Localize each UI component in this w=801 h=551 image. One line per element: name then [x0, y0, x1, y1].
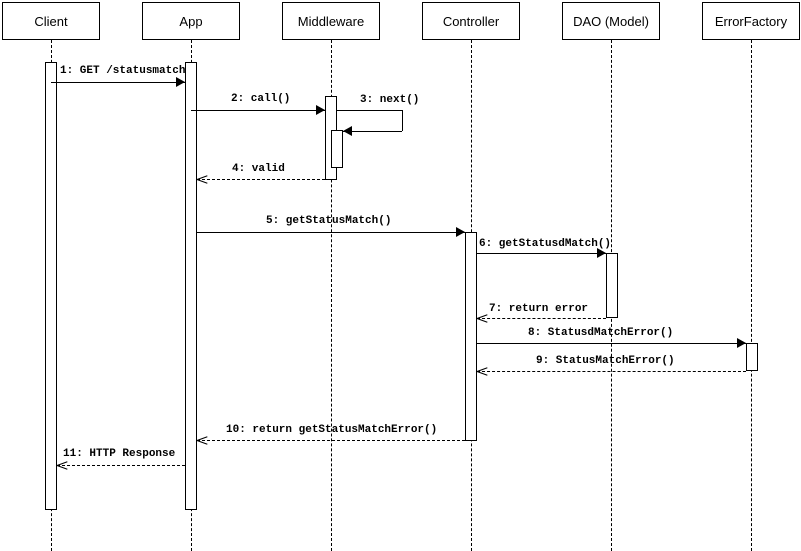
participant-box-dao[interactable]: DAO (Model): [562, 2, 660, 40]
arrowhead-11: [57, 460, 67, 470]
message-line-3: [337, 110, 402, 111]
participant-label: Middleware: [297, 13, 365, 29]
message-label-4: 4: valid: [232, 163, 285, 175]
participant-box-controller[interactable]: Controller: [422, 2, 520, 40]
message-line-6: [477, 253, 606, 254]
arrowhead-9: [477, 366, 487, 376]
participant-box-app[interactable]: App: [142, 2, 240, 40]
message-label-8: 8: StatusdMatchError(): [528, 327, 674, 339]
arrowhead-5: [456, 227, 465, 237]
message-vline-3: [402, 110, 403, 131]
arrowhead-6: [597, 248, 606, 258]
message-label-10: 10: return getStatusMatchError(): [226, 424, 438, 436]
arrowhead-3: [343, 126, 352, 136]
message-line-7: [477, 318, 606, 319]
activation-bar-errorfactory: [746, 343, 758, 371]
message-line-8: [477, 343, 746, 344]
participant-label: Client: [34, 13, 68, 29]
arrowhead-2: [316, 105, 325, 115]
arrowhead-8: [737, 338, 746, 348]
message-line-return-3: [343, 131, 402, 132]
message-line-9: [477, 371, 746, 372]
message-label-7: 7: return error: [489, 303, 589, 315]
message-line-11: [57, 465, 185, 466]
lifeline-errorfactory: [751, 40, 752, 551]
message-label-1: 1: GET /statusmatch: [60, 65, 186, 77]
message-line-4: [197, 179, 325, 180]
participant-label: Controller: [442, 13, 500, 29]
participant-box-errorfactory[interactable]: ErrorFactory: [702, 2, 800, 40]
participant-label: ErrorFactory: [714, 13, 788, 29]
message-label-2: 2: call(): [231, 93, 291, 105]
arrowhead-7: [477, 313, 487, 323]
activation-bar-dao: [606, 253, 618, 318]
message-line-2: [191, 110, 325, 111]
participant-box-middleware[interactable]: Middleware: [282, 2, 380, 40]
participant-label: App: [179, 13, 203, 29]
lifeline-middleware: [331, 40, 332, 551]
message-line-10: [197, 440, 465, 441]
message-line-5: [197, 232, 465, 233]
message-label-9: 9: StatusMatchError(): [536, 355, 675, 367]
activation-bar-app: [185, 62, 197, 510]
message-label-3: 3: next(): [360, 94, 420, 106]
message-label-6: 6: getStatusdMatch(): [479, 238, 612, 250]
arrowhead-4: [197, 174, 207, 184]
activation-bar-controller: [465, 232, 477, 441]
message-line-1: [51, 82, 185, 83]
message-label-5: 5: getStatusMatch(): [266, 215, 392, 227]
activation-bar-middleware: [331, 130, 343, 168]
activation-bar-client: [45, 62, 57, 510]
arrowhead-1: [176, 77, 185, 87]
participant-label: DAO (Model): [573, 13, 649, 29]
arrowhead-10: [197, 435, 207, 445]
participant-box-client[interactable]: Client: [2, 2, 100, 40]
message-label-11: 11: HTTP Response: [63, 448, 176, 460]
